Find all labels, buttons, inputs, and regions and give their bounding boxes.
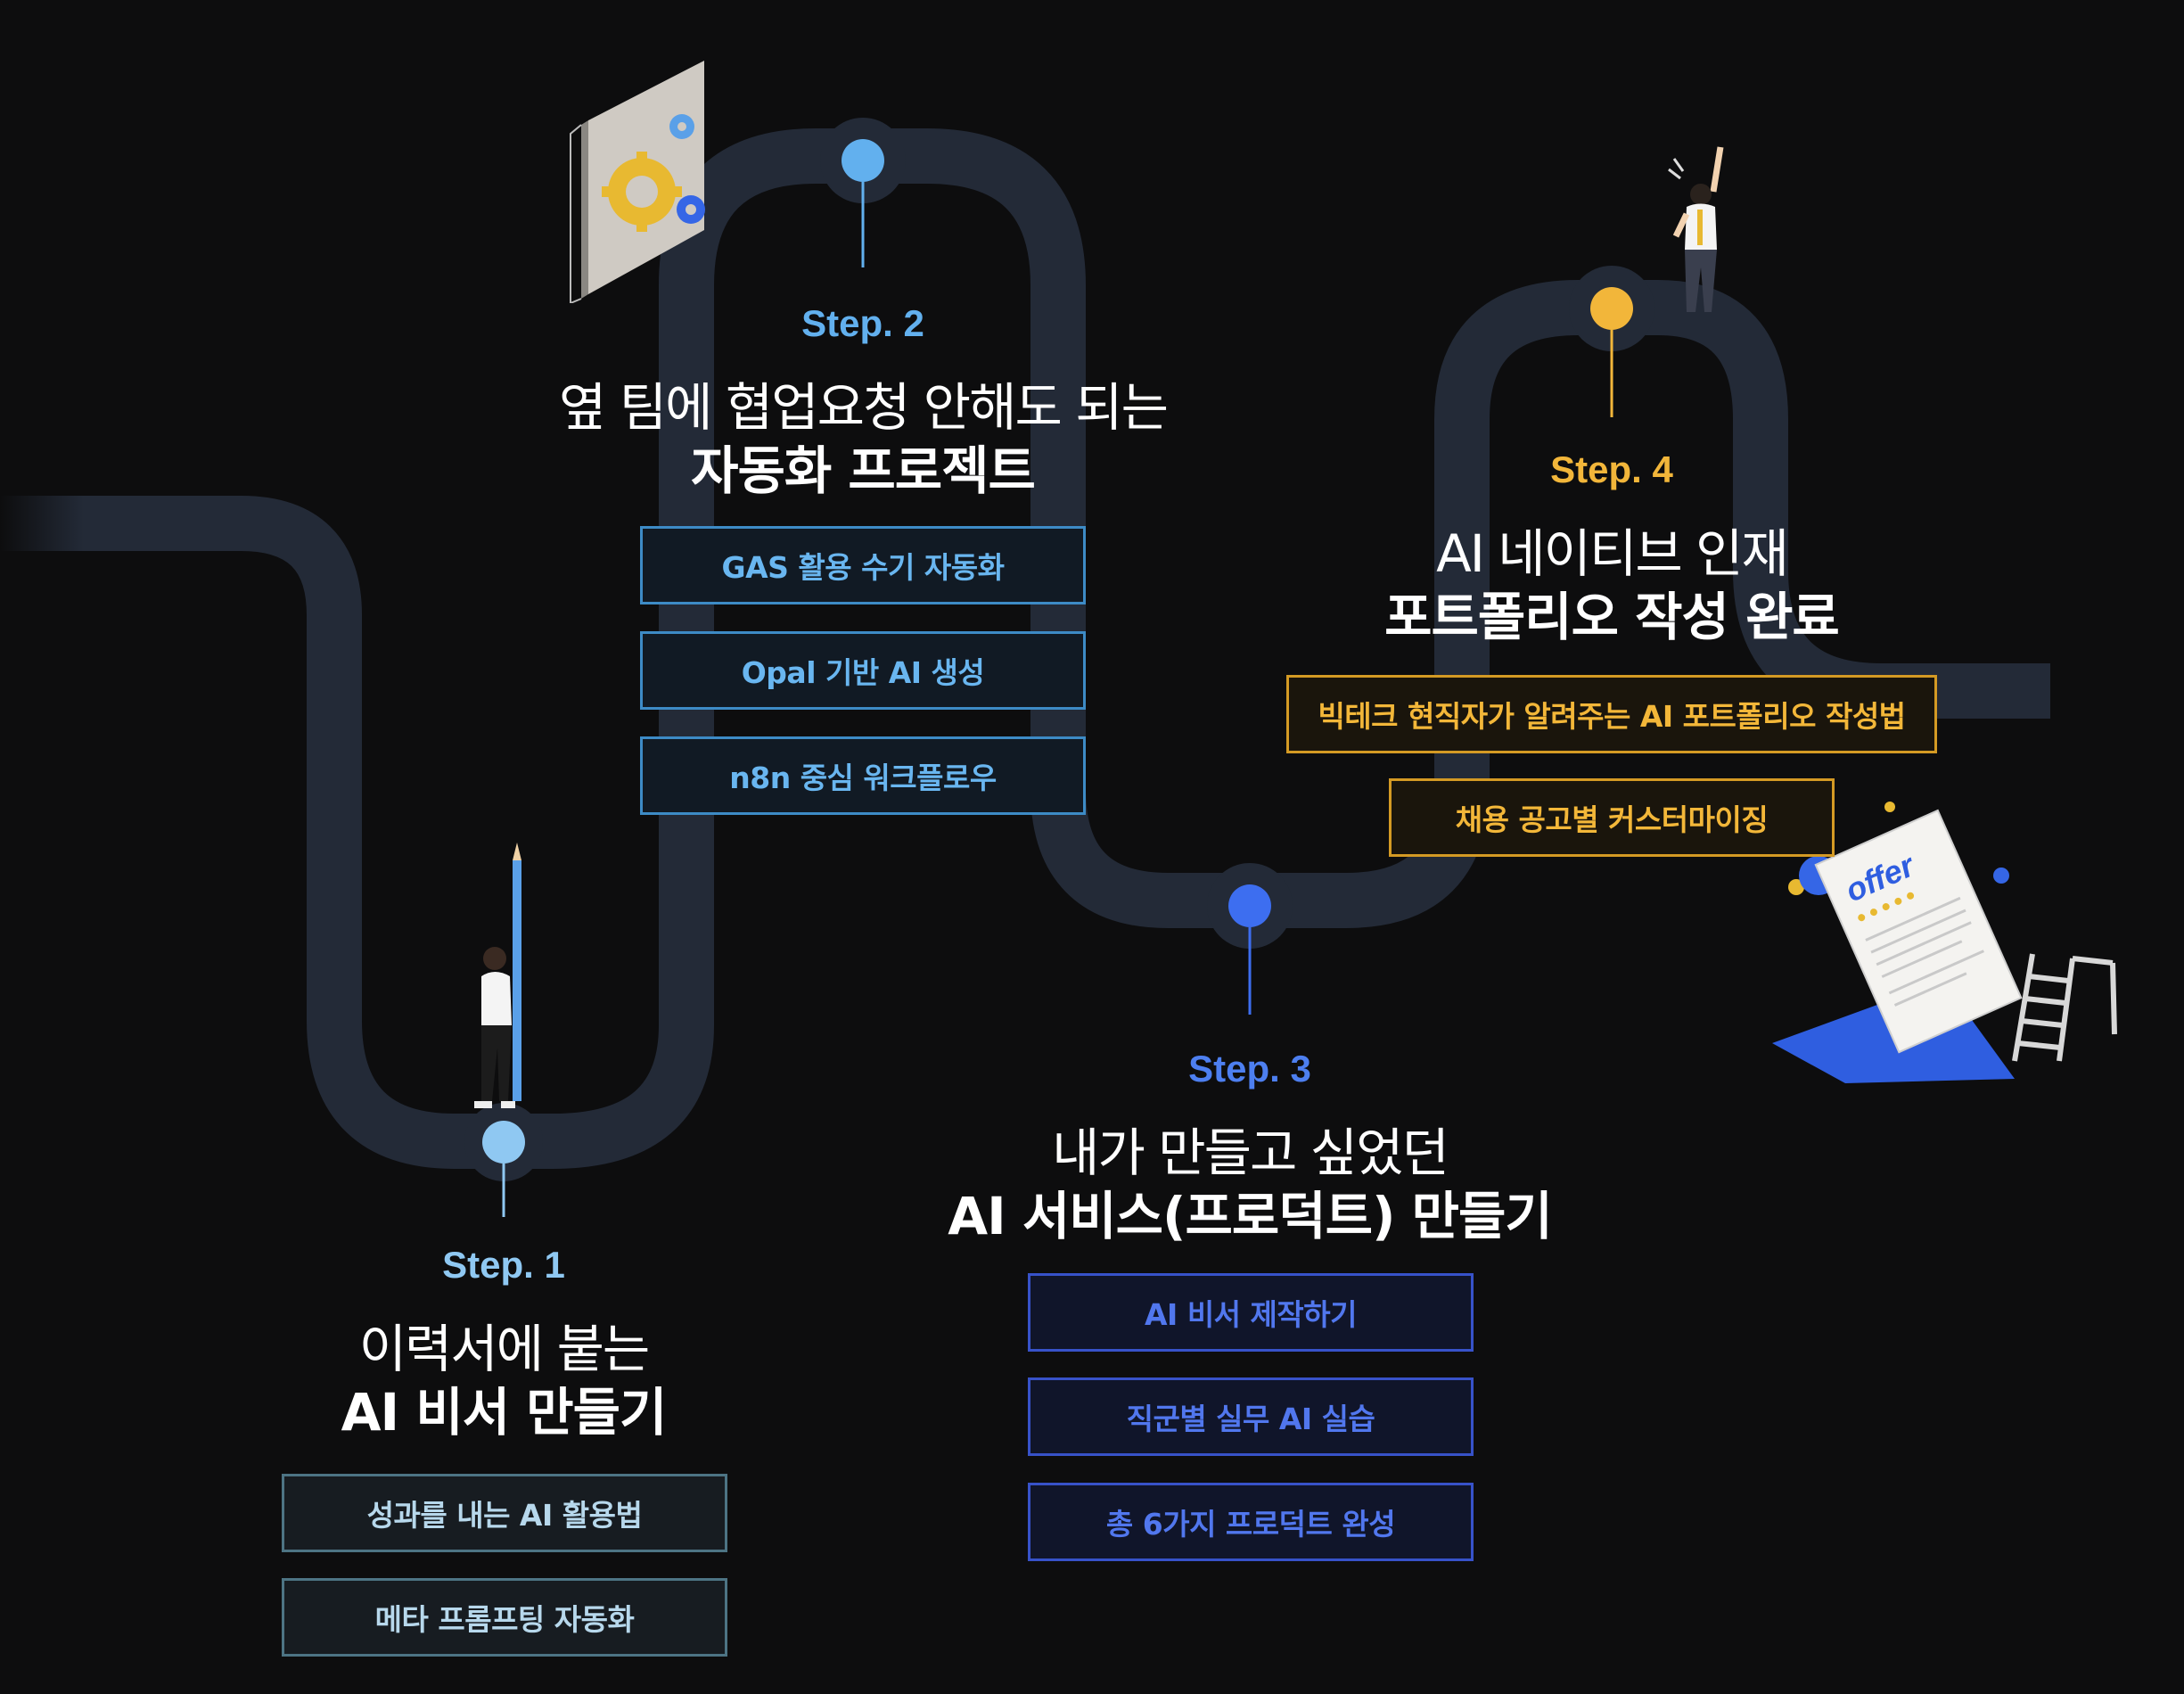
node-step4 — [1569, 266, 1654, 417]
step-3-tag-2: 직군별 실무 AI 실습 — [1028, 1377, 1474, 1456]
step-2-tag-1: GAS 활용 수기 자동화 — [640, 526, 1086, 604]
step-2-title-line1: 옆 팀에 협업요청 안해도 되는 — [558, 377, 1169, 438]
step-4-title-line1: AI 네이티브 인재 — [1436, 523, 1789, 584]
step-1-block: Step. 1 이력서에 붙는 AI 비서 만들기 — [165, 1246, 842, 1444]
step-4-tag-2: 채용 공고별 커스터마이징 — [1389, 778, 1835, 857]
step-2-label: Step. 2 — [801, 302, 924, 344]
step-3-block: Step. 3 내가 만들고 싶었던 AI 서비스(프로덕트) 만들기 — [911, 1050, 1589, 1248]
step-2-title-line2: 자동화 프로젝트 — [691, 440, 1036, 501]
ladder-icon — [2012, 953, 2117, 1062]
step-3-tag-1: AI 비서 제작하기 — [1028, 1273, 1474, 1352]
node-step2 — [820, 118, 906, 267]
step-3-title-line2: AI 서비스(프로덕트) 만들기 — [948, 1185, 1552, 1246]
node-step3 — [1207, 863, 1293, 1015]
step-4-block: Step. 4 AI 네이티브 인재 포트폴리오 작성 완료 — [1273, 451, 1950, 649]
gear-document-icon — [570, 61, 705, 303]
step-3-title-line1: 내가 만들고 싶었던 — [1052, 1122, 1449, 1183]
step-1-title-line1: 이력서에 붙는 — [358, 1319, 651, 1379]
step-3-label: Step. 3 — [1188, 1048, 1311, 1090]
step-1-label: Step. 1 — [442, 1244, 565, 1286]
step-4-tag-1: 빅테크 현직자가 알려주는 AI 포트폴리오 작성법 — [1286, 675, 1937, 753]
person-with-pencil-icon — [474, 843, 521, 1108]
road-main — [307, 128, 2050, 1169]
node-step1 — [464, 1103, 543, 1217]
step-4-title-line2: 포트폴리오 작성 완료 — [1384, 586, 1840, 647]
offer-document-icon: offer — [1772, 802, 2117, 1083]
step-4-label: Step. 4 — [1550, 448, 1673, 490]
step-2-tag-2: Opal 기반 AI 생성 — [640, 631, 1086, 710]
step-2-block: Step. 2 옆 팀에 협업요청 안해도 되는 자동화 프로젝트 — [524, 305, 1202, 503]
step-3-tag-3: 총 6가지 프로덕트 완성 — [1028, 1483, 1474, 1561]
road-entry — [0, 496, 362, 616]
step-1-title-line2: AI 비서 만들기 — [341, 1381, 668, 1443]
step-1-tag-1: 성과를 내는 AI 활용법 — [282, 1474, 727, 1552]
step-2-tag-3: n8n 중심 워크플로우 — [640, 736, 1086, 815]
cheering-person-icon — [1668, 146, 1724, 312]
step-1-tag-2: 메타 프롬프팅 자동화 — [282, 1578, 727, 1657]
